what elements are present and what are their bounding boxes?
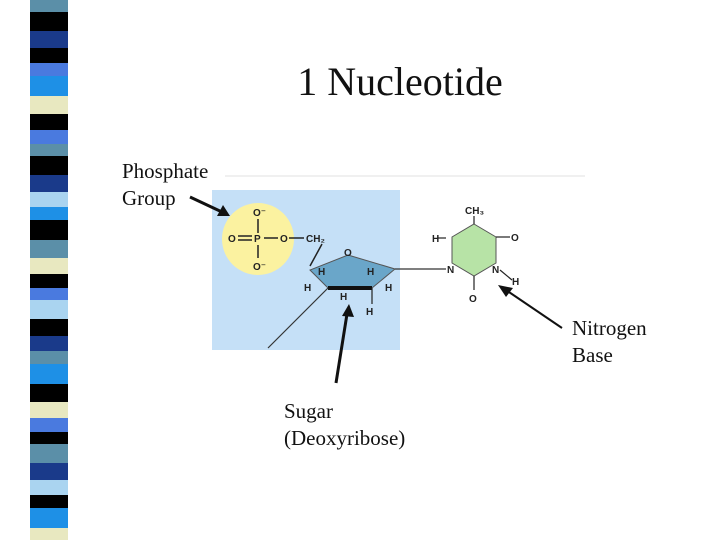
- stripe-segment: [30, 300, 68, 319]
- stripe-segment: [30, 130, 68, 144]
- phosphate-label: Phosphate Group: [122, 158, 208, 212]
- sugar-h2: H: [367, 267, 374, 278]
- phosphate-o-bottom: O⁻: [253, 262, 266, 273]
- sugar-h1: H: [318, 267, 325, 278]
- phosphate-ch2: CH₂: [306, 234, 325, 245]
- stripe-segment: [30, 0, 68, 12]
- phosphate-arrow: [189, 195, 223, 214]
- phosphate-label-line2: Group: [122, 186, 176, 210]
- stripe-segment: [30, 63, 68, 76]
- stripe-segment: [30, 192, 68, 207]
- slide-title: 1 Nucleotide: [297, 59, 503, 104]
- base-o-right: O: [511, 233, 519, 244]
- stripe-segment: [30, 258, 68, 274]
- sugar-label-line1: Sugar: [284, 399, 333, 423]
- stripe-segment: [30, 31, 68, 48]
- base-ch3: CH₃: [465, 206, 484, 217]
- stripe-segment: [30, 319, 68, 336]
- phosphate-label-line1: Phosphate: [122, 159, 209, 183]
- stripe-segment: [30, 240, 68, 258]
- stripe-segment: [30, 418, 68, 432]
- base-h-left: H: [432, 234, 439, 245]
- nitrogen-label-line2: Base: [572, 343, 613, 367]
- stripe-segment: [30, 144, 68, 156]
- stripe-segment: [30, 351, 68, 364]
- sugar-label-line2: (Deoxyribose): [284, 426, 406, 450]
- stripe-segment: [30, 402, 68, 418]
- stripe-segment: [30, 288, 68, 300]
- phosphate-o-right: O: [280, 234, 288, 245]
- stripe-segment: [30, 364, 68, 384]
- nitrogen-base-label: Nitrogen Base: [572, 315, 647, 369]
- sugar-label: Sugar (Deoxyribose): [284, 398, 405, 452]
- stripe-segment: [30, 114, 68, 130]
- phosphate-circle: [222, 203, 294, 275]
- stripe-segment: [30, 48, 68, 63]
- base-h-n: H: [512, 277, 519, 288]
- nitrogen-label-line1: Nitrogen: [572, 316, 647, 340]
- sugar-h4: H: [385, 283, 392, 294]
- sugar-o-ring: O: [344, 248, 352, 259]
- base-o-bottom: O: [469, 294, 477, 305]
- stripe-segment: [30, 508, 68, 528]
- sugar-h6: H: [366, 307, 373, 318]
- base-n-right: N: [492, 265, 499, 276]
- stripe-segment: [30, 207, 68, 220]
- base-n-left: N: [447, 265, 454, 276]
- phosphate-o-left: O: [228, 234, 236, 245]
- stripe-segment: [30, 156, 68, 175]
- stripe-segment: [30, 384, 68, 402]
- nitrogen-arrow: [505, 289, 563, 329]
- stripe-segment: [30, 495, 68, 508]
- stripe-segment: [30, 76, 68, 96]
- stripe-segment: [30, 96, 68, 114]
- stripe-segment: [30, 528, 68, 540]
- phosphate-o-top: O⁻: [253, 208, 266, 219]
- stripe-segment: [30, 480, 68, 495]
- sugar-arrow: [334, 313, 349, 384]
- stripe-segment: [30, 432, 68, 444]
- sugar-h3: H: [304, 283, 311, 294]
- sugar-h5: H: [340, 292, 347, 303]
- stripe-segment: [30, 274, 68, 288]
- stripe-segment: [30, 220, 68, 240]
- stripe-segment: [30, 175, 68, 192]
- phosphate-p: P: [254, 234, 261, 245]
- stripe-segment: [30, 463, 68, 480]
- stripe-segment: [30, 444, 68, 463]
- decorative-stripe-bar: [30, 0, 68, 540]
- stripe-segment: [30, 336, 68, 351]
- stripe-segment: [30, 12, 68, 31]
